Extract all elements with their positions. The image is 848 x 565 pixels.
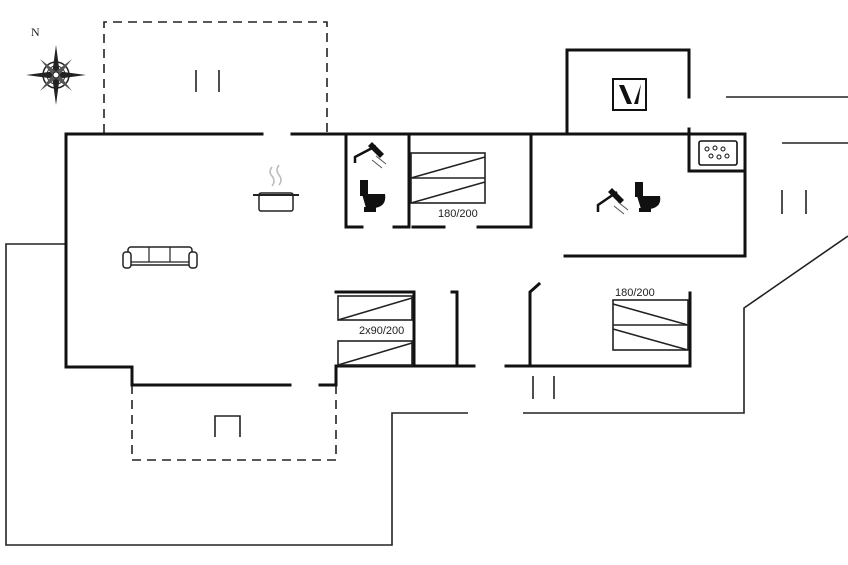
shower-icon <box>353 142 387 169</box>
windows <box>195 70 807 399</box>
bed-bedroom-2: 180/200 <box>612 287 689 351</box>
interior-walls <box>334 132 747 368</box>
terrace-outlines <box>5 96 848 546</box>
compass: N <box>26 25 86 105</box>
toilet-icon <box>360 180 386 212</box>
compass-rose-icon <box>26 45 86 105</box>
covered-areas <box>103 21 337 461</box>
bed-bedroom-1: 180/200 <box>410 152 486 220</box>
whirlpool-icon <box>698 140 738 166</box>
toilet-icon <box>635 182 661 212</box>
bed-size-label: 180/200 <box>438 208 478 220</box>
shower-icon <box>596 188 629 215</box>
compass-north-label: N <box>31 25 40 39</box>
sofa-icon <box>122 246 198 269</box>
bed-size-label: 2x90/200 <box>359 325 404 337</box>
door-opening-icon <box>214 415 241 437</box>
cooking-pot-icon <box>253 164 299 212</box>
bed-bedroom-3: 2x90/200 <box>337 295 413 366</box>
bed-size-label: 180/200 <box>615 287 655 299</box>
washing-machine-icon <box>612 78 647 111</box>
exterior-walls <box>64 48 747 387</box>
